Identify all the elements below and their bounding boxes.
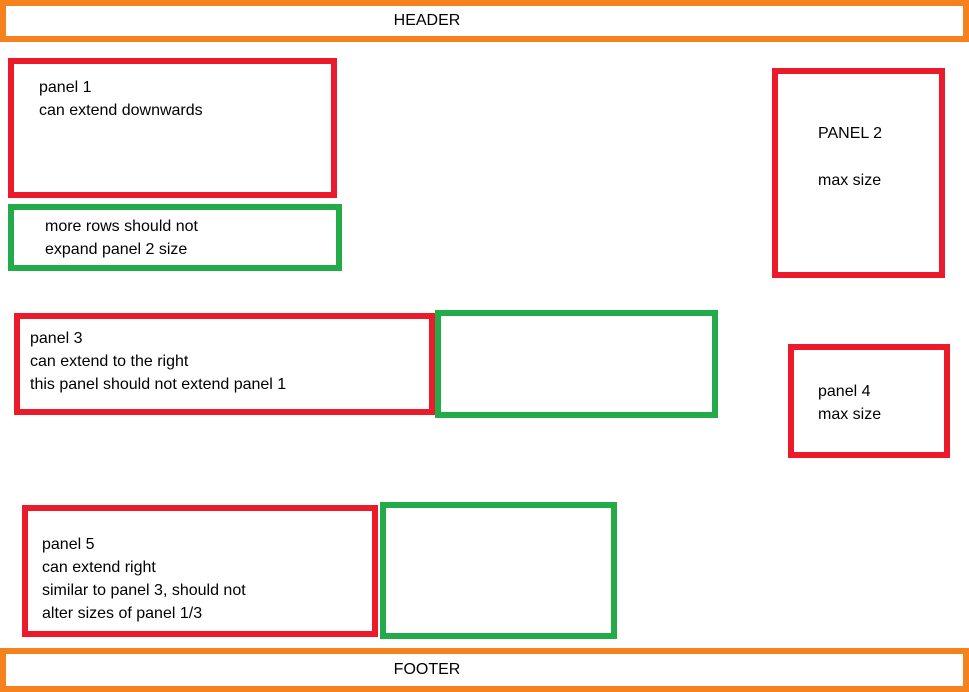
footer-bar: FOOTER: [0, 648, 969, 692]
panel-5-extension-box: [380, 502, 617, 639]
footer-label: FOOTER: [393, 661, 461, 678]
panel-5-description-line-1: can extend right: [42, 559, 156, 576]
panel-1-note-box: more rows should not expand panel 2 size: [8, 204, 342, 271]
panel-5-description-line-2: similar to panel 3, should not: [42, 582, 246, 599]
panel-2-description: max size: [818, 172, 882, 189]
panel-3-extension-box: [435, 310, 718, 418]
panel-5-description-line-3: alter sizes of panel 1/3: [42, 605, 203, 622]
panel-1-box: panel 1 can extend downwards: [8, 58, 337, 198]
panel-3-title: panel 3: [30, 330, 83, 347]
header-label: HEADER: [393, 12, 461, 29]
panel-5-box: panel 5 can extend right similar to pane…: [22, 505, 378, 637]
panel-3-description-line-1: can extend to the right: [30, 353, 189, 370]
panel-2-box: PANEL 2 max size: [772, 68, 945, 278]
panel-4-description: max size: [818, 406, 882, 423]
panel-1-description: can extend downwards: [39, 102, 203, 119]
panel-1-title: panel 1: [39, 79, 92, 96]
panel-1-note-line-1: more rows should not: [45, 218, 198, 235]
panel-3-description-line-2: this panel should not extend panel 1: [30, 376, 287, 393]
header-bar: HEADER: [0, 0, 969, 42]
panel-3-box: panel 3 can extend to the right this pan…: [14, 313, 435, 415]
panel-1-note-line-2: expand panel 2 size: [45, 241, 188, 258]
panel-2-title: PANEL 2: [818, 125, 883, 142]
panel-5-title: panel 5: [42, 536, 95, 553]
panel-4-title: panel 4: [818, 383, 871, 400]
panel-4-box: panel 4 max size: [788, 344, 950, 458]
